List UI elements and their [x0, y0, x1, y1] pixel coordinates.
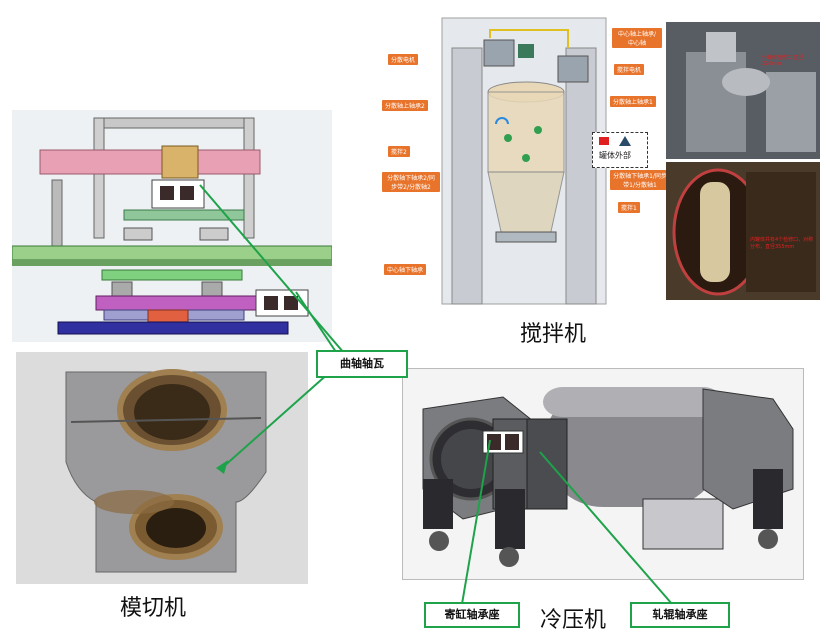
bushing-marker-lower [255, 289, 309, 317]
mixer-label-right-2: 分散轴上轴承1 [610, 96, 656, 107]
mixer-label-right-3: 分散轴下轴承1/同步带1/分散轴1 [610, 170, 668, 190]
callout-cylinder-bearing-seat: 寄缸轴承座 [424, 602, 520, 628]
legend-red-marker [599, 137, 609, 145]
mixer-label-right-4: 搅拌1 [618, 202, 640, 213]
die-cutter-cad-panel [12, 110, 332, 342]
caption-cold-press: 冷压机 [540, 608, 607, 633]
mixer-photo-bottom-drawing [666, 162, 820, 300]
legend-triangle-icon [619, 136, 631, 146]
caption-mixer: 搅拌机 [520, 322, 587, 347]
die-cutter-cad-drawing [12, 117, 332, 335]
tank-exterior-legend: 罐体外部 [592, 132, 648, 168]
crankshaft-bushing-photo [16, 352, 308, 584]
cold-press-cad-drawing [403, 369, 803, 579]
mixer-photo-top-drawing [666, 22, 820, 159]
photo-note-bottom: 内罐体共有4个检修口，对称分布，直径355mm [750, 237, 814, 250]
mixer-label-right-1: 搅拌电机 [614, 64, 645, 75]
mixer-label-left-3: 分散轴下轴承2/同步带2/分散轴2 [382, 172, 440, 192]
mixer-label-left-2: 搅拌2 [388, 146, 410, 157]
mixer-label-left-4: 中心轴下轴承 [384, 264, 427, 275]
cold-press-cad-panel [402, 368, 804, 580]
mixer-photo-bottom: 内罐体共有4个检修口，对称分布，直径355mm [666, 162, 820, 300]
photo-note-top: 外罐体检修口 直径220mm [762, 55, 804, 67]
mixer-label-left-0: 分散电机 [388, 54, 419, 65]
caption-die-cutter: 模切机 [120, 596, 187, 621]
mixer-label-right-0: 中心轴上轴承/中心轴 [612, 28, 662, 48]
bushing-photo-drawing [16, 352, 308, 584]
mixer-cad-panel: 分散电机 分散轴上轴承2 搅拌2 分散轴下轴承2/同步带2/分散轴2 中心轴下轴… [378, 8, 668, 316]
bushing-marker-upper [151, 179, 205, 209]
callout-crankshaft-bushing: 曲轴轴瓦 [316, 350, 408, 378]
mixer-label-left-1: 分散轴上轴承2 [382, 100, 428, 111]
mixer-photo-top: 外罐体检修口 直径220mm [666, 22, 820, 159]
legend-text: 罐体外部 [599, 151, 631, 160]
mixer-cad-drawing [441, 17, 607, 305]
callout-roller-bearing-seat: 轧辊轴承座 [630, 602, 730, 628]
